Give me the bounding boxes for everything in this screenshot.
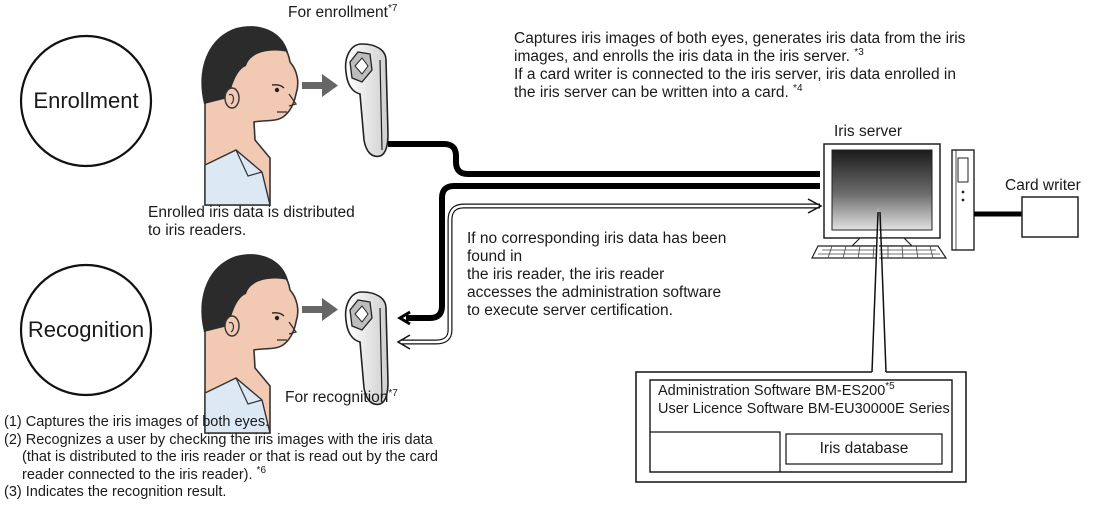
step-2-note-6: *6: [256, 464, 266, 476]
card-writer-icon: [1021, 196, 1079, 238]
iris-database-label: Iris database: [819, 440, 909, 457]
recognition-steps: (1) Captures the iris images of both eye…: [4, 414, 438, 502]
distribution-arrowhead: [397, 310, 411, 326]
capture-note-3: *3: [854, 46, 864, 58]
capture-line-1: Captures iris images of both eyes, gener…: [514, 30, 966, 47]
enrollment-reader-caption-text: For enrollment: [288, 4, 388, 21]
iris-server-label: Iris server: [834, 123, 903, 140]
distribution-line: [406, 183, 820, 321]
recognition-label: Recognition: [21, 309, 151, 351]
capture-description: Captures iris images of both eyes, gener…: [514, 30, 965, 102]
recognition-reader-caption-text: For recognition: [285, 389, 389, 406]
server-callout: [636, 206, 966, 482]
step-1: (1) Captures the iris images of both eye…: [4, 414, 270, 430]
person-icon: [201, 254, 299, 434]
step-2-line-1: (2) Recognizes a user by checking the ir…: [4, 431, 433, 448]
cert-line-3: the iris reader, the iris reader: [467, 266, 665, 283]
recognition-circle: [19, 263, 153, 397]
cert-line-5: to execute server certification.: [467, 302, 673, 319]
capture-note-4: *4: [793, 82, 803, 94]
capture-line-2: images, and enrolls the iris data in the…: [514, 48, 855, 65]
cert-line-2: found in: [467, 248, 523, 265]
user-licence-software-name: User Licence Software BM-EU30000E Series: [658, 400, 950, 417]
enrollment-circle: [19, 34, 153, 168]
server-certification-description: If no corresponding iris data has been f…: [467, 230, 726, 320]
recognition-reader-note: *7: [388, 387, 398, 399]
iris-database-box: [785, 433, 943, 465]
certification-arrowhead-left: [396, 334, 411, 350]
capture-line-4: the iris server can be written into a ca…: [514, 84, 794, 101]
step-3: (3) Indicates the recognition result.: [4, 484, 227, 500]
arrow-icon: [302, 298, 338, 321]
step-2-line-2: (that is distributed to the iris reader …: [22, 449, 438, 465]
enrollment-label: Enrollment: [21, 80, 151, 122]
certification-arrowhead-right: [807, 198, 823, 214]
person-icon: [201, 26, 299, 206]
recognition-reader-caption: For recognition*7: [285, 387, 398, 407]
software-list: Administration Software BM-ES200*5 User …: [658, 381, 950, 418]
admin-software-name: Administration Software BM-ES200: [658, 383, 886, 399]
software-box: [635, 371, 967, 483]
enrollment-data-line: [388, 141, 820, 177]
enrollment-reader-caption: For enrollment*7: [288, 2, 398, 22]
card-writer-label: Card writer: [1005, 177, 1081, 194]
admin-software-note: *5: [885, 381, 895, 393]
computer-icon: [811, 143, 975, 259]
distribution-line-2: to iris readers.: [148, 222, 247, 239]
capture-line-3: If a card writer is connected to the iri…: [514, 66, 956, 83]
distribution-line-1: Enrolled iris data is distributed: [148, 204, 355, 221]
iris-reader-icon: [344, 43, 389, 158]
cert-line-1: If no corresponding iris data has been: [467, 230, 727, 247]
step-2-line-3: reader connected to the iris reader).: [22, 466, 257, 483]
recognition-label-text: Recognition: [27, 317, 145, 342]
distribution-description: Enrolled iris data is distributed to iri…: [148, 204, 355, 240]
enrollment-reader-note: *7: [387, 2, 398, 14]
cert-line-4: accesses the administration software: [467, 284, 722, 301]
enrollment-label-text: Enrollment: [33, 88, 139, 113]
arrow-icon: [302, 74, 338, 97]
iris-reader-icon: [344, 291, 389, 406]
